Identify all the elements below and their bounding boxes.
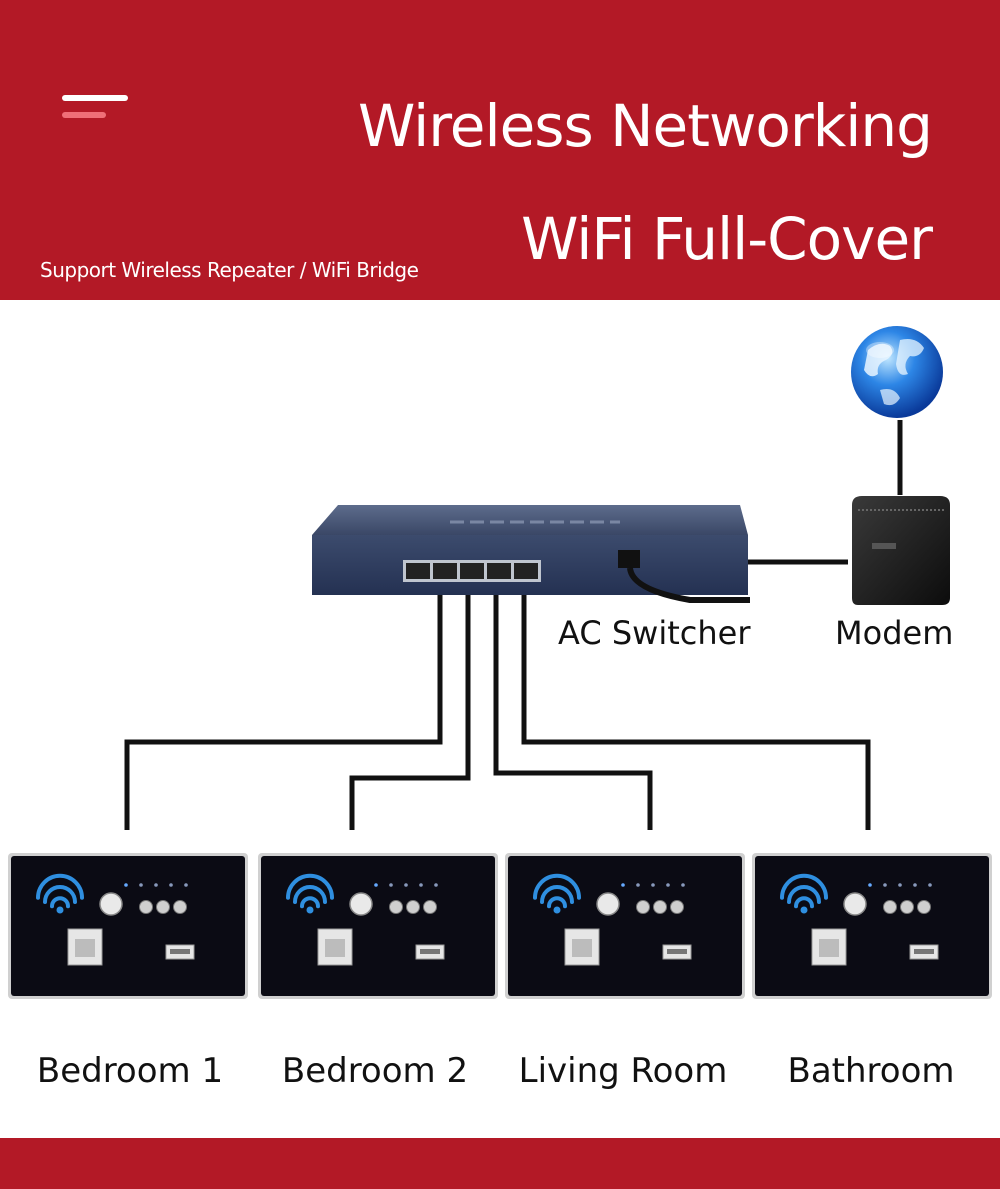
room-label-bedroom-2: Bedroom 2 xyxy=(282,1051,468,1091)
wifi-icon xyxy=(36,873,84,914)
panel-button-icon xyxy=(139,900,153,914)
title-line-1: Wireless Networking xyxy=(358,92,933,160)
panel-button-icon xyxy=(389,900,403,914)
ethernet-cables xyxy=(124,590,871,830)
wall-panel-4 xyxy=(752,853,992,999)
panel-button-icon xyxy=(917,900,931,914)
ac-switch-device xyxy=(312,505,750,603)
footer-bar xyxy=(0,1138,1000,1189)
switch-label: AC Switcher xyxy=(558,614,751,652)
modem-device xyxy=(852,496,950,605)
wall-panel-2 xyxy=(258,853,498,999)
subtitle: Support Wireless Repeater / WiFi Bridge xyxy=(40,258,419,282)
room-label-bedroom-1: Bedroom 1 xyxy=(37,1051,223,1091)
power-button-icon xyxy=(349,892,373,916)
wifi-icon xyxy=(780,873,828,914)
modem-label: Modem xyxy=(835,614,953,652)
network-diagram: AC Switcher Modem Bedroom 1 Bedroom 2 Li… xyxy=(8,326,992,1091)
decorative-line-short xyxy=(62,112,106,118)
header-banner: Wireless Networking WiFi Full-Cover Supp… xyxy=(0,0,1000,300)
cable-bedroom-1 xyxy=(124,590,443,830)
cable-living-room xyxy=(493,590,653,830)
wall-panels xyxy=(8,853,992,999)
wifi-icon xyxy=(286,873,334,914)
power-button-icon xyxy=(99,892,123,916)
power-button-icon xyxy=(596,892,620,916)
panel-button-icon xyxy=(900,900,914,914)
internet-globe-icon xyxy=(851,326,943,418)
panel-button-icon xyxy=(406,900,420,914)
panel-button-icon xyxy=(883,900,897,914)
wall-panel-1 xyxy=(8,853,248,999)
room-label-bathroom: Bathroom xyxy=(788,1051,955,1091)
wall-panel-3 xyxy=(505,853,745,999)
decorative-line xyxy=(62,95,128,101)
panel-button-icon xyxy=(423,900,437,914)
panel-button-icon xyxy=(670,900,684,914)
panel-button-icon xyxy=(173,900,187,914)
title-line-2: WiFi Full-Cover xyxy=(521,205,933,273)
cable-bathroom xyxy=(521,590,871,830)
cable-bedroom-2 xyxy=(349,590,471,830)
power-button-icon xyxy=(843,892,867,916)
panel-button-icon xyxy=(636,900,650,914)
room-label-living-room: Living Room xyxy=(519,1051,728,1091)
switch-ports xyxy=(403,560,541,582)
panel-button-icon xyxy=(653,900,667,914)
panel-button-icon xyxy=(156,900,170,914)
wifi-icon xyxy=(533,873,581,914)
